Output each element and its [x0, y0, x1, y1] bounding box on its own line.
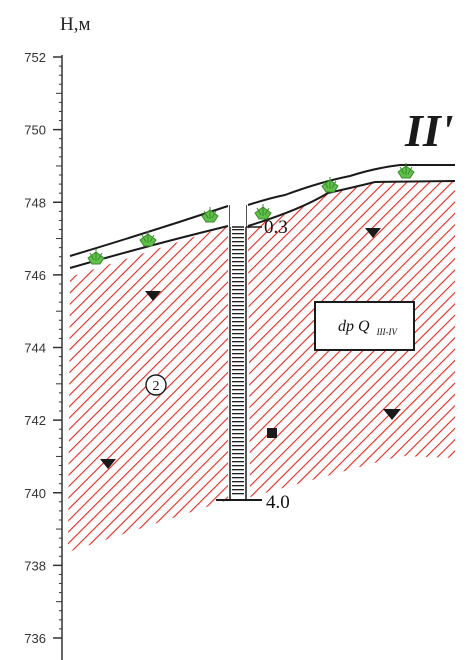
y-axis-tick-label: 746	[24, 268, 46, 283]
y-axis-tick-label: 744	[24, 341, 46, 356]
down-triangle-icon	[365, 228, 381, 238]
y-axis-ticks	[53, 56, 62, 639]
ground-surface-right	[247, 164, 455, 206]
y-axis-tick-label: 736	[24, 631, 46, 646]
borehole	[216, 205, 262, 501]
layer-label-main: dp Q	[338, 318, 370, 335]
square-sample-icon	[267, 428, 277, 438]
y-axis-tick-labels: 752 750 748 746 744 742 740 738 736	[24, 50, 46, 646]
down-triangle-icon	[145, 291, 161, 301]
y-axis-tick-label: 752	[24, 50, 46, 65]
layer-label-box	[314, 301, 415, 351]
grass-icon	[201, 207, 219, 223]
grass-icon	[397, 163, 415, 179]
y-axis-tick-label: 750	[24, 123, 46, 138]
down-triangle-icon	[383, 409, 401, 420]
grass-icon	[321, 177, 339, 193]
y-axis-tick-label: 738	[24, 558, 46, 573]
borehole-bottom-label: 4.0	[266, 492, 290, 513]
soil-boundary-right	[247, 180, 456, 227]
grass-icon	[139, 231, 157, 247]
down-triangle-icon	[100, 459, 116, 469]
y-axis-tick-label: 742	[24, 413, 46, 428]
y-axis-tick-label: 740	[24, 486, 46, 501]
grass-icon	[254, 204, 272, 220]
layer-number: 2	[153, 379, 160, 394]
layer-label-subscript: III-IV	[376, 327, 399, 337]
borehole-top-label: 0.3	[264, 217, 288, 238]
layer-label: dp Q III-IV	[338, 318, 399, 337]
section-label: II'	[404, 105, 454, 156]
axis-title: H,м	[60, 14, 91, 35]
layer-number-circle	[145, 374, 167, 396]
y-axis-tick-label: 748	[24, 195, 46, 210]
grass-icon	[87, 249, 105, 265]
